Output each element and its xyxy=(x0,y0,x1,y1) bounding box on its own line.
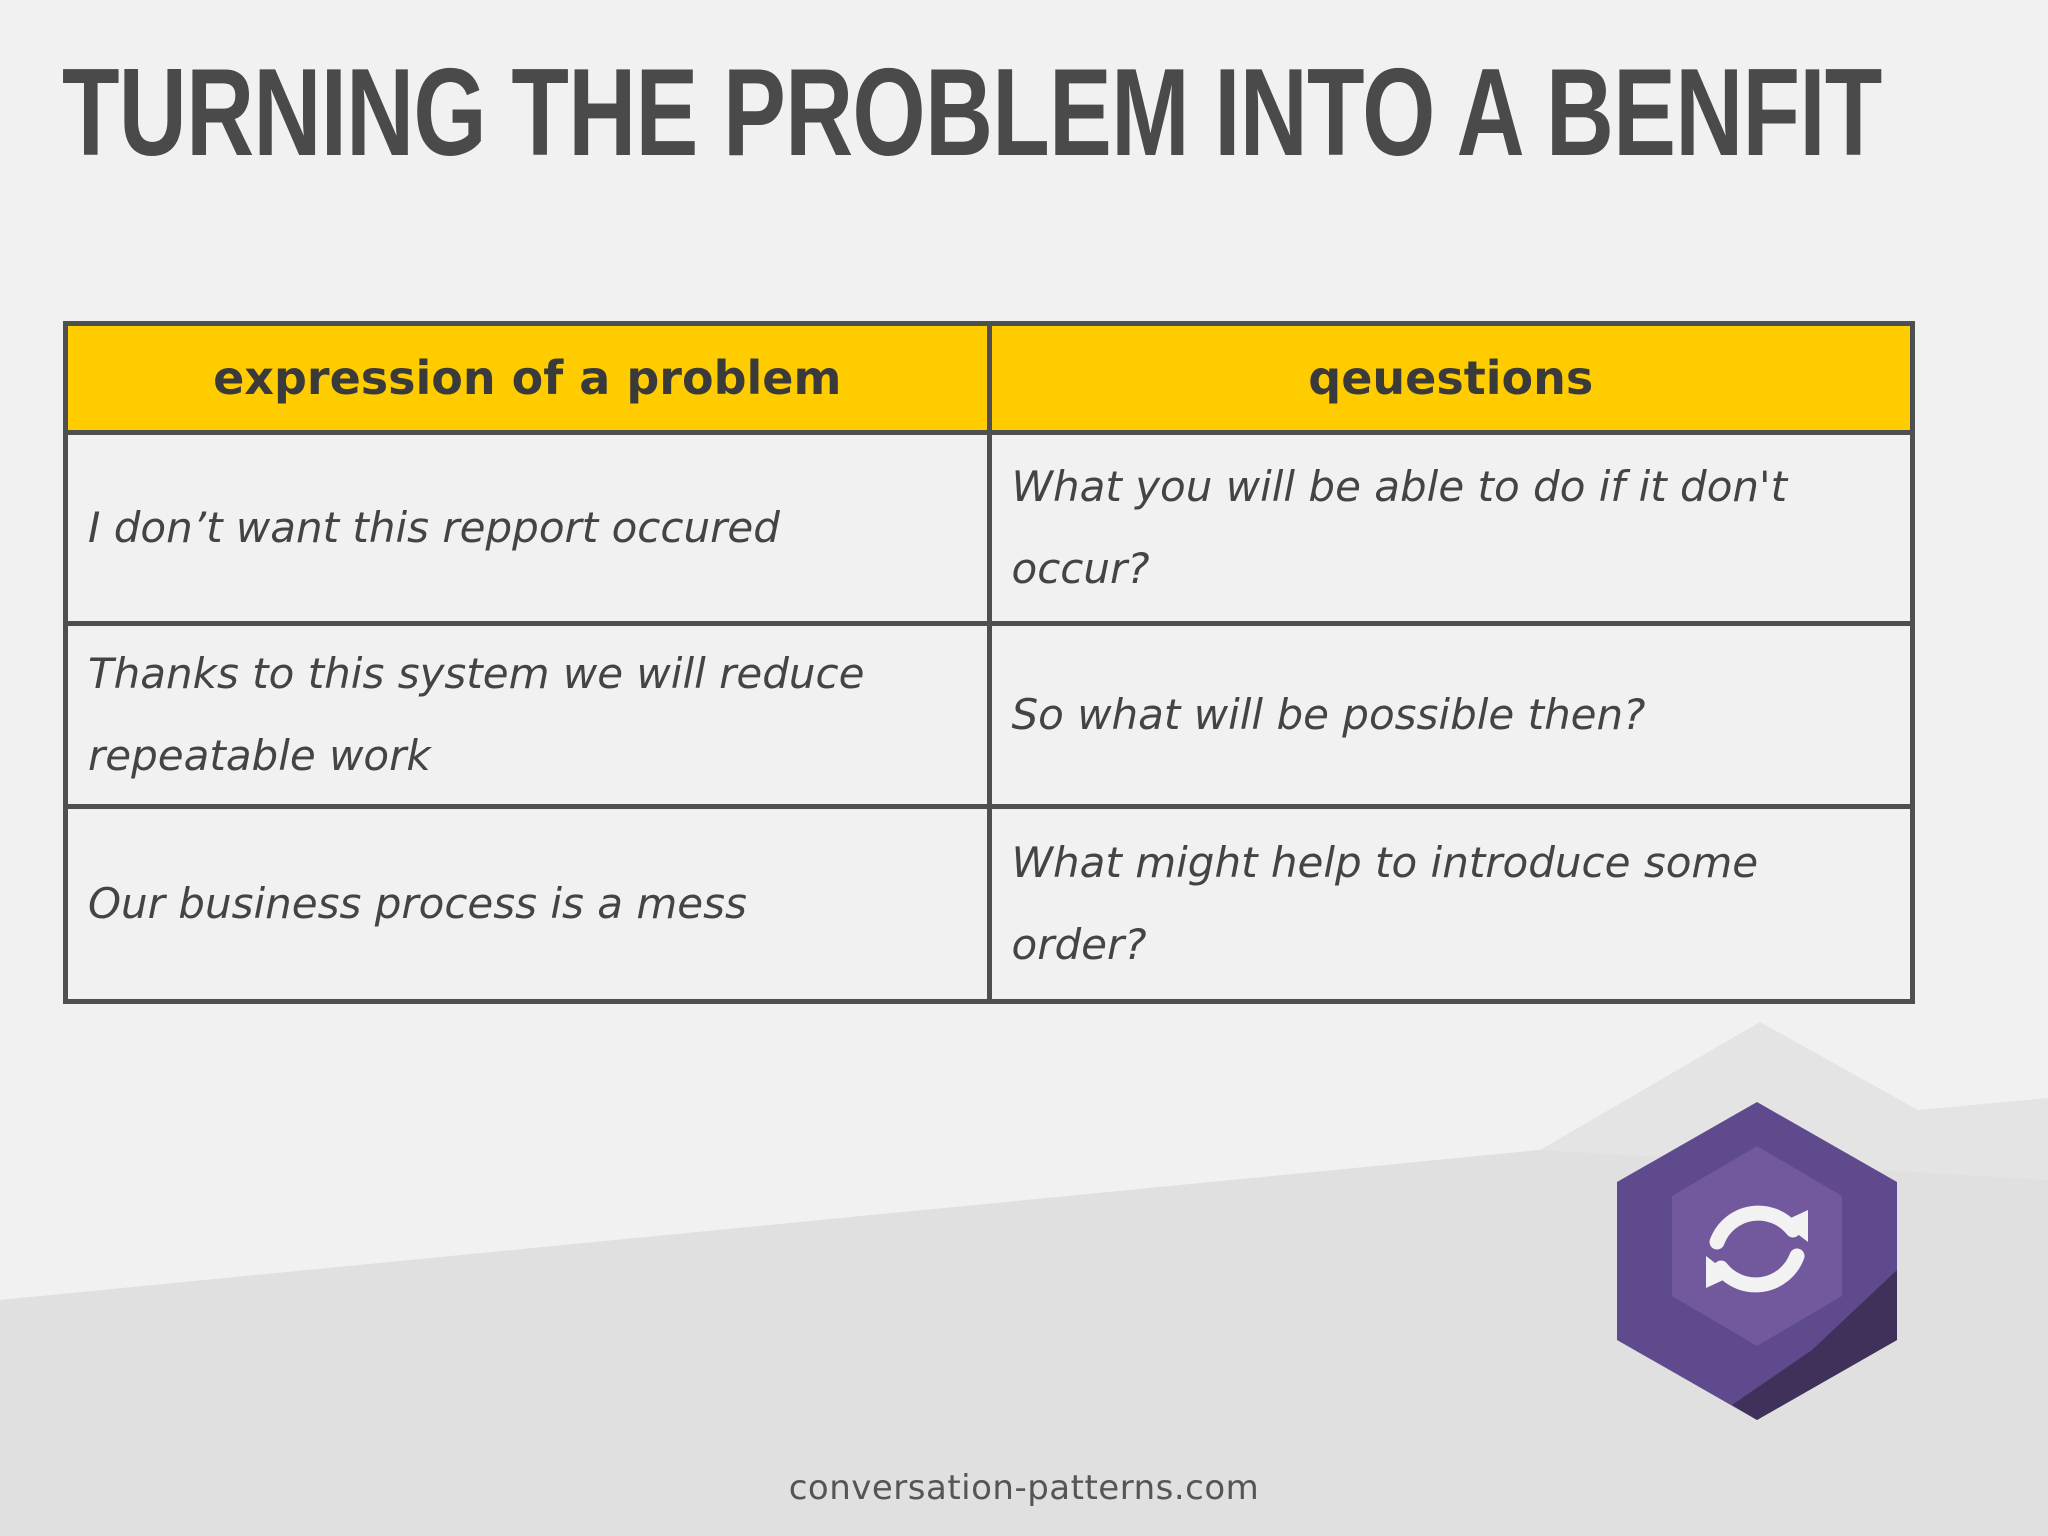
problem-cell: I don’t want this repport occured xyxy=(63,430,992,626)
question-cell: What you will be able to do if it don't … xyxy=(986,430,1915,626)
column-header-questions: qeuestions xyxy=(986,321,1915,435)
question-cell: So what will be possible then? xyxy=(986,621,1915,809)
problem-cell: Our business process is a mess xyxy=(63,804,992,1004)
refresh-icon xyxy=(1617,1102,1897,1420)
table-row: Thanks to this system we will reduce rep… xyxy=(63,621,1915,809)
footer-url: conversation-patterns.com xyxy=(788,1468,1260,1508)
page-title: TURNING THE PROBLEM INTO A BENFIT xyxy=(62,44,1882,182)
question-cell: What might help to introduce some order? xyxy=(986,804,1915,1004)
table-row: I don’t want this repport occured What y… xyxy=(63,430,1915,626)
table-header-row: expression of a problem qeuestions xyxy=(63,321,1915,435)
problem-questions-table: expression of a problem qeuestions I don… xyxy=(63,321,1915,1004)
problem-cell: Thanks to this system we will reduce rep… xyxy=(63,621,992,809)
table-row: Our business process is a mess What migh… xyxy=(63,804,1915,1004)
column-header-problem: expression of a problem xyxy=(63,321,992,435)
